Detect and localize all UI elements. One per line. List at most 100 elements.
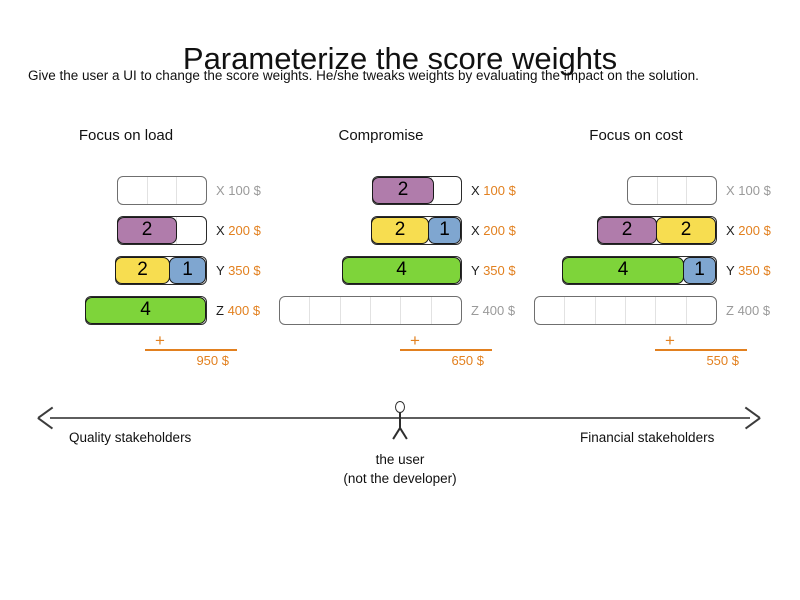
row-label-amount: 100 $	[738, 182, 771, 198]
row-label: X 200 $	[726, 224, 771, 237]
weight-track-wrap: 2	[0, 210, 207, 250]
scenario-total: +950 $	[0, 332, 290, 374]
row-label-amount: 400 $	[227, 302, 261, 318]
weight-segment[interactable]: 1	[428, 216, 461, 244]
row-label: Z 400 $	[216, 304, 260, 317]
total-value: 550 $	[706, 353, 739, 368]
row-label: X 200 $	[216, 224, 261, 237]
row-label-amount: 350 $	[483, 262, 516, 278]
track-cell	[596, 296, 626, 324]
track-cells	[535, 296, 716, 324]
weight-segment[interactable]: 2	[371, 216, 429, 244]
row-label-amount: 100 $	[483, 182, 516, 198]
track-cell	[148, 176, 178, 204]
track-cell	[656, 296, 687, 324]
weight-slider-track[interactable]: 4	[342, 255, 462, 285]
page-title: Parameterize the score weights	[182, 40, 618, 76]
row-label-amount: 200 $	[483, 222, 516, 238]
weight-track-wrap	[255, 290, 462, 330]
row-label: Z 400 $	[471, 304, 515, 317]
track-cell	[658, 176, 688, 204]
track-cell	[432, 297, 461, 324]
row-label-amount: 400 $	[482, 302, 516, 318]
total-value: 950 $	[196, 353, 229, 368]
row-label-amount: 350 $	[738, 262, 771, 278]
weight-slider-track[interactable]: 2	[117, 215, 207, 245]
user-caption-line1: the user	[375, 452, 425, 467]
scenario-total: +650 $	[255, 331, 545, 374]
track-cell	[177, 217, 206, 244]
weight-segment[interactable]: 2	[597, 216, 657, 244]
row-label: X 100 $	[726, 184, 771, 197]
row-label: X 100 $	[471, 184, 516, 197]
weight-track-wrap: 4	[0, 290, 207, 330]
arrow-left-icon	[37, 405, 54, 431]
weight-slider-track[interactable]	[627, 175, 717, 205]
track-cell	[280, 296, 311, 324]
total-rule	[655, 349, 747, 351]
weight-segment[interactable]: 1	[683, 256, 716, 284]
weight-slider-track[interactable]	[117, 175, 207, 205]
row-label-key: Z	[216, 302, 224, 318]
stakeholder-spectrum: Quality stakeholders Financial stakehold…	[0, 398, 800, 498]
weight-segment[interactable]: 2	[115, 256, 170, 284]
row-label-key: Y	[726, 262, 735, 278]
weight-slider-track[interactable]	[534, 295, 717, 325]
weight-slider-track[interactable]	[279, 295, 462, 325]
scenario-title: Focus on load	[78, 127, 174, 144]
weight-slider-track[interactable]: 2	[372, 175, 462, 205]
row-label: Y 350 $	[471, 264, 516, 277]
weight-track-wrap: 2	[255, 170, 462, 210]
weight-segment[interactable]: 4	[85, 296, 206, 324]
stick-figure-icon	[385, 398, 417, 444]
row-label: X 100 $	[216, 184, 261, 197]
total-value: 650 $	[451, 353, 484, 368]
spectrum-label-left: Quality stakeholders	[69, 430, 192, 445]
weight-segment[interactable]: 1	[169, 256, 206, 284]
page-subtitle: Give the user a UI to change the score w…	[28, 68, 699, 83]
track-cells	[628, 176, 716, 204]
weight-segment[interactable]: 2	[117, 216, 177, 244]
track-cell	[118, 176, 148, 204]
weight-slider-track[interactable]: 4	[85, 295, 207, 325]
track-cell	[371, 296, 402, 324]
scenario-title: Focus on cost	[589, 127, 683, 144]
total-rule	[400, 349, 492, 351]
row-label-amount: 200 $	[228, 222, 261, 238]
weight-segment[interactable]: 2	[656, 216, 716, 244]
row-label-amount: 200 $	[738, 222, 771, 238]
weight-segment[interactable]: 4	[562, 256, 684, 284]
scenario-title: Compromise	[338, 127, 424, 144]
arrow-right-icon	[744, 405, 761, 431]
track-cell	[687, 177, 716, 204]
weight-track-wrap	[0, 170, 207, 210]
row-label-key: Y	[216, 262, 225, 278]
scenario-total: +550 $	[510, 332, 800, 374]
weight-segment[interactable]: 2	[372, 176, 434, 204]
track-cell	[628, 176, 658, 204]
track-cell	[565, 296, 596, 324]
track-cell	[535, 296, 566, 324]
weight-segment[interactable]: 4	[342, 256, 461, 284]
weight-row: Z 400 $	[510, 290, 800, 330]
track-cell	[687, 297, 716, 324]
weight-row: X 100 $	[0, 170, 290, 210]
track-cell	[177, 177, 206, 204]
weight-row: 4 Y 350 $	[255, 250, 545, 290]
total-plus-sign: +	[410, 331, 420, 350]
row-label-amount: 350 $	[228, 262, 261, 278]
total-rule	[145, 349, 237, 351]
row-label-key: X	[216, 182, 225, 198]
